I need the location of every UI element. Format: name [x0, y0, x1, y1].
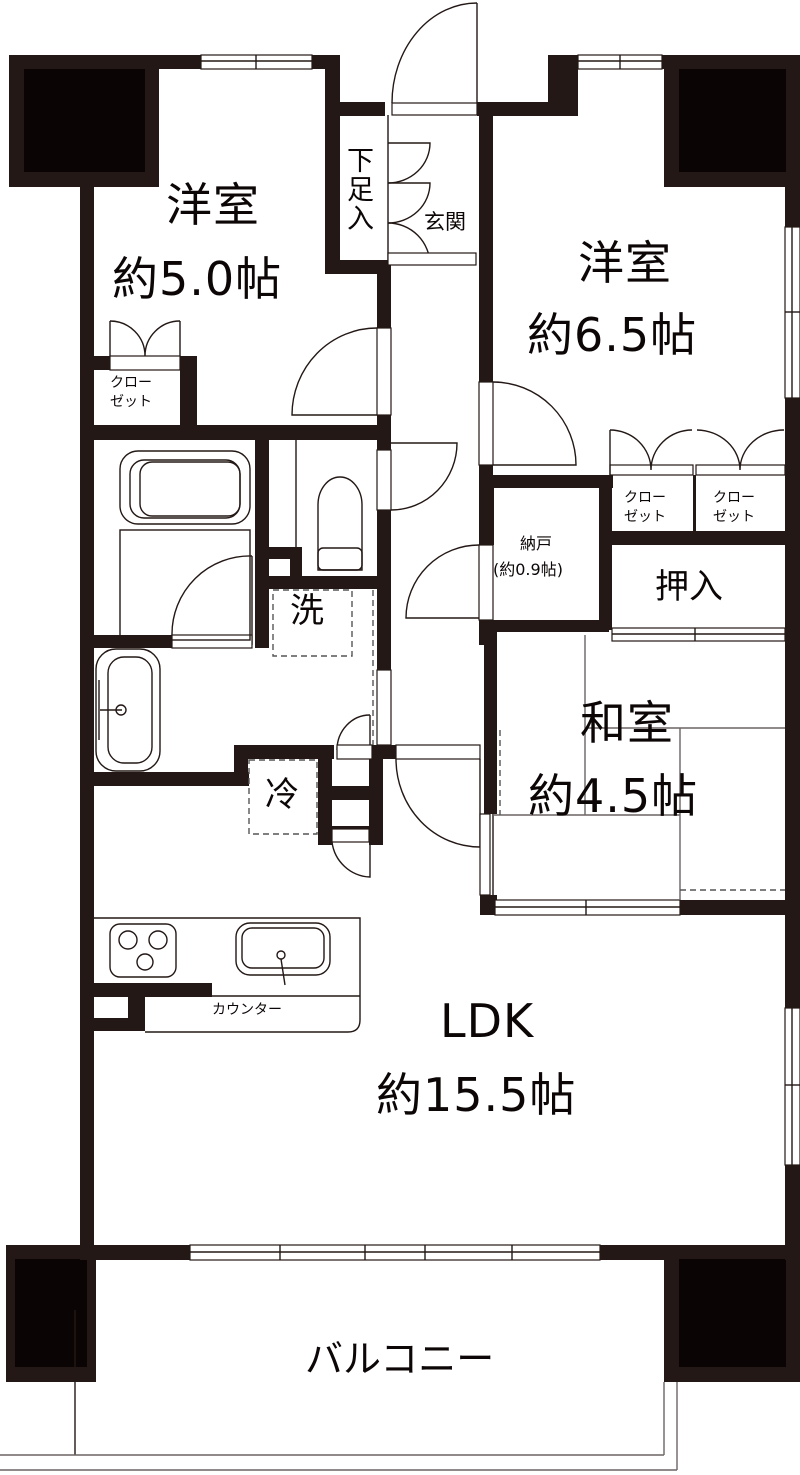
room-size-japanese: 約4.5帖 [528, 769, 699, 823]
closet-label-1: クロー ゼット [110, 374, 152, 412]
washbasin [95, 648, 161, 772]
washer-label: 洗 [290, 591, 324, 631]
room-name-storage: 納戸 [520, 534, 553, 553]
closet-label-2-line2: ゼット [624, 508, 666, 525]
room-name-western-2: 洋室 [578, 236, 672, 290]
room-size-western-1: 約5.0帖 [112, 252, 283, 306]
room-name-balcony: バルコニー [305, 1337, 495, 1381]
balcony-outline [0, 1310, 678, 1471]
room-name-shoe-box: 下足入 [342, 146, 373, 233]
room-name-japanese: 和室 [580, 696, 674, 750]
room-name-entrance: 玄関 [424, 210, 466, 234]
washer-space [272, 589, 374, 745]
room-name-oshiire: 押入 [655, 567, 723, 607]
exterior-walls [80, 55, 800, 1260]
kitchen-counter [94, 917, 361, 1033]
room-size-storage: (約0.9帖) [493, 560, 563, 579]
closet-label-2: クロー ゼット [624, 489, 666, 527]
room-size-ldk: 約15.5帖 [376, 1068, 577, 1122]
closet-label-1-line1: クロー [110, 375, 152, 391]
room-name-ldk: LDK [440, 994, 535, 1048]
closet-label-3-line2: ゼット [713, 508, 755, 525]
closet-label-3-line1: クロー [713, 490, 755, 506]
fridge-label: 冷 [265, 775, 299, 815]
room-name-western-1: 洋室 [166, 178, 260, 232]
fridge-space [248, 759, 318, 835]
closet-label-2-line1: クロー [624, 490, 666, 506]
windows [189, 54, 800, 1261]
bathtub [119, 450, 251, 641]
tatami-lines [493, 635, 785, 900]
counter-label: カウンター [212, 1002, 282, 1018]
interior-walls [94, 102, 800, 1031]
closet-label-1-line2: ゼット [110, 393, 152, 410]
closet-label-3: クロー ゼット [713, 489, 755, 527]
room-size-western-2: 約6.5帖 [527, 308, 698, 362]
toilet [295, 440, 363, 571]
doors [109, 2, 786, 896]
